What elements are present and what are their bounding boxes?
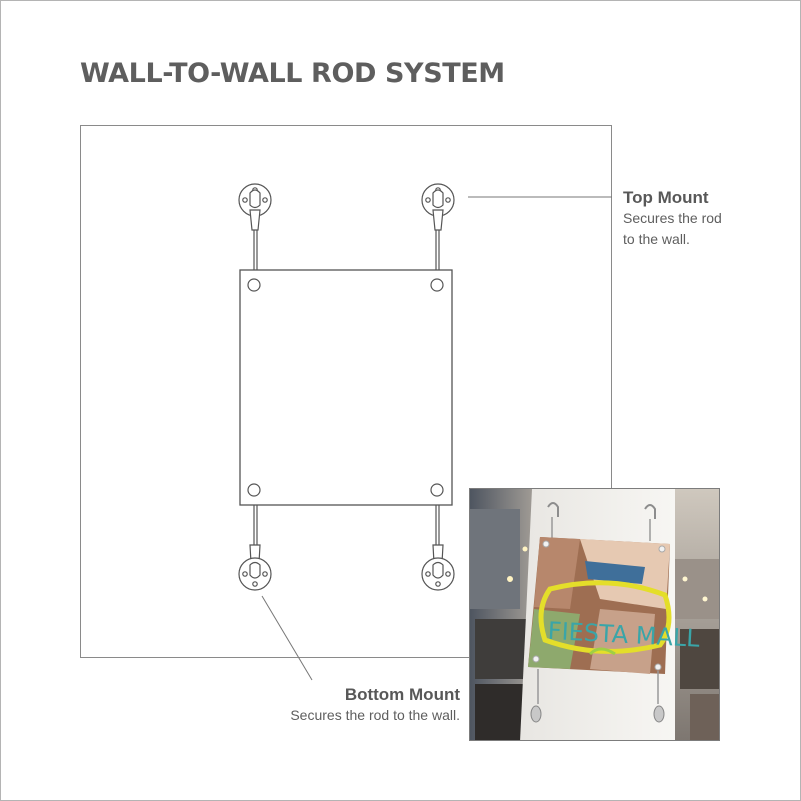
bottom-mount-description: Secures the rod to the wall.: [290, 707, 460, 723]
bottom-mount-right-icon: [421, 544, 455, 591]
standoff-holes: [247, 278, 444, 497]
top-rods: [253, 230, 440, 270]
page-title: WALL-TO-WALL ROD SYSTEM: [80, 58, 505, 89]
bottom-mount-left-icon: [238, 544, 272, 591]
photo-sign-panel: FIESTA MALL: [528, 537, 701, 674]
top-mount-right-icon: [421, 183, 455, 231]
sign-panel: [239, 269, 453, 506]
bottom-mount-leader-line: [261, 595, 313, 681]
bottom-mount-heading: Bottom Mount: [344, 685, 460, 704]
top-mount-callout: Top Mount Secures the rod to the wall.: [623, 188, 733, 250]
wall-outline: [80, 125, 612, 658]
top-mount-left-icon: [238, 183, 272, 231]
top-mount-heading: Top Mount: [623, 188, 709, 207]
installation-photo: FIESTA MALL: [469, 488, 720, 741]
bottom-mount-callout: Bottom Mount Secures the rod to the wall…: [240, 685, 460, 726]
top-mount-description: Secures the rod to the wall.: [623, 210, 722, 247]
bottom-rods: [253, 505, 440, 545]
